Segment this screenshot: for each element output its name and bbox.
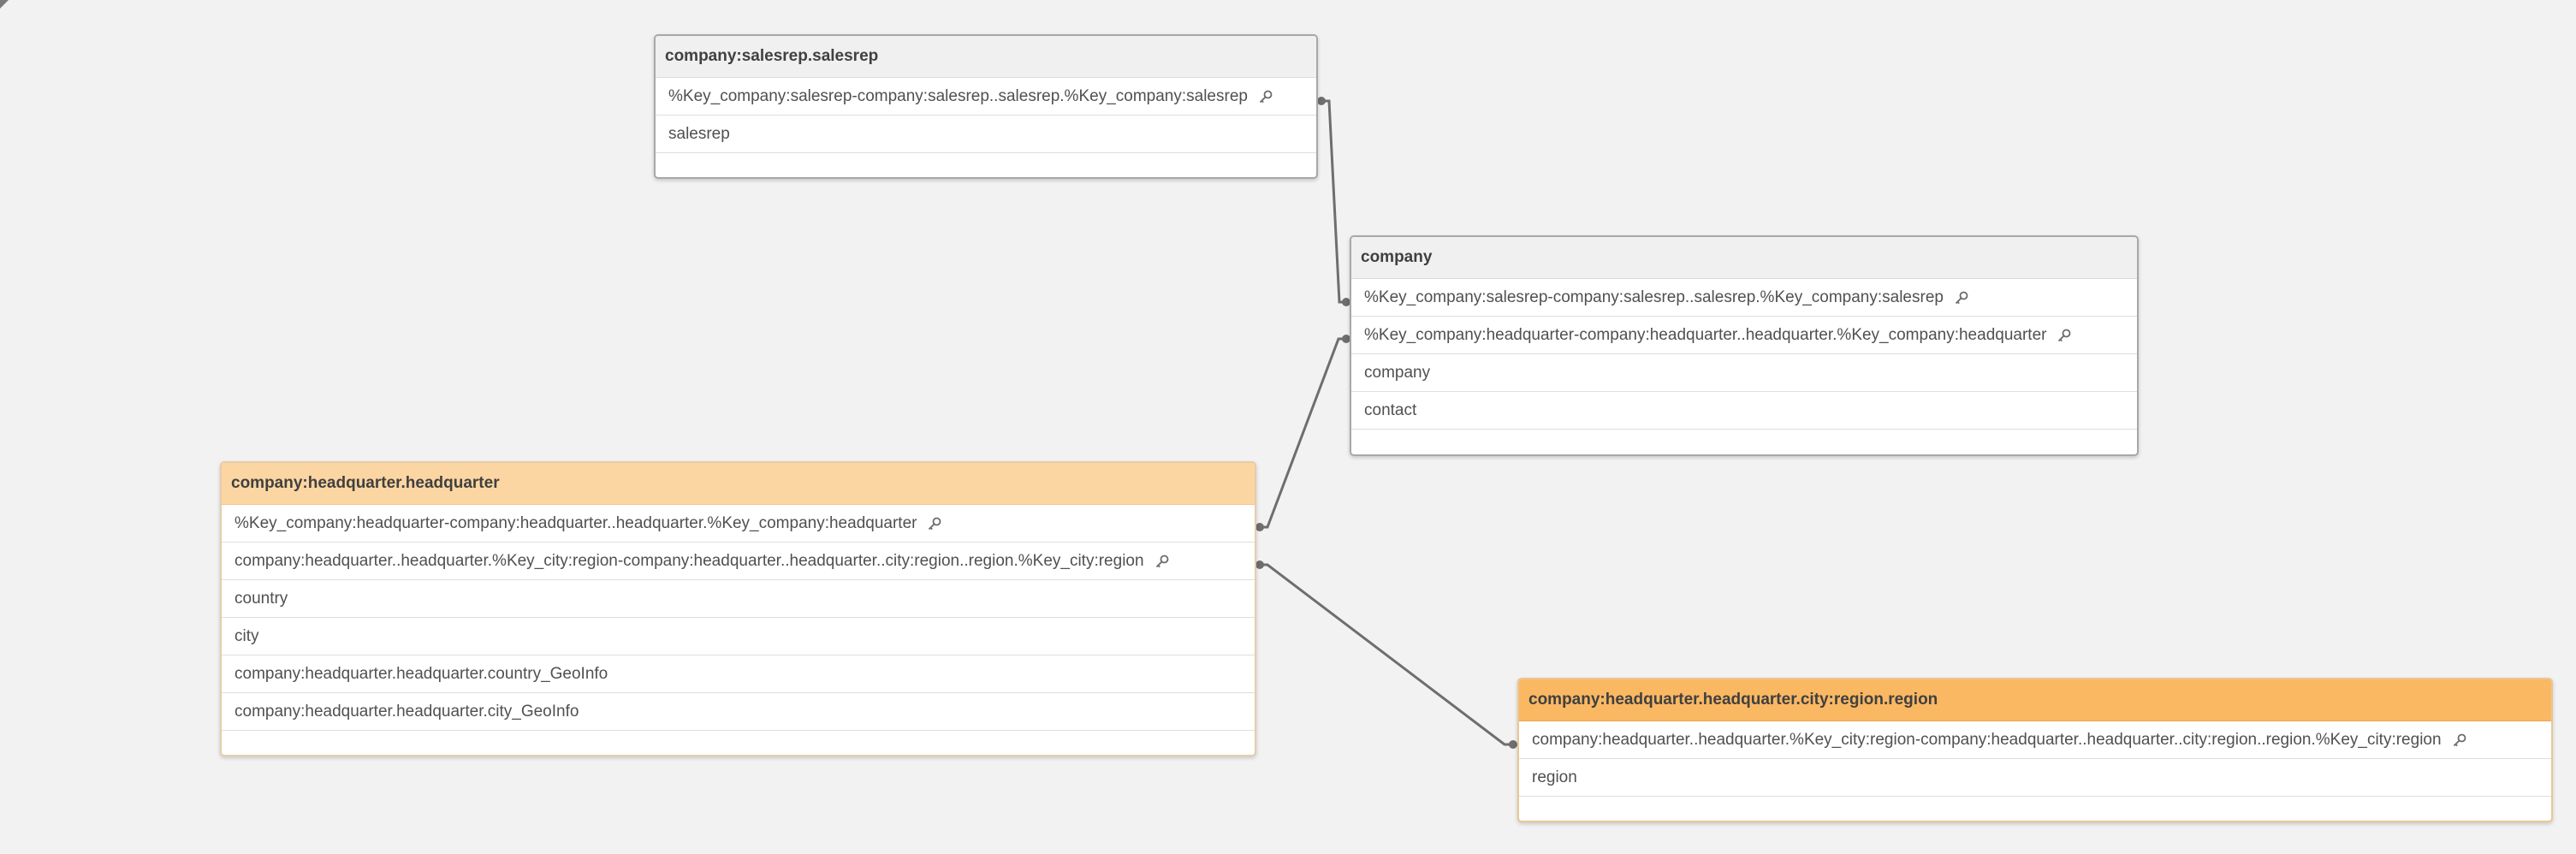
field-label: salesrep bbox=[668, 124, 730, 143]
key-icon bbox=[2452, 732, 2467, 748]
key-icon bbox=[927, 516, 942, 531]
key-icon bbox=[1154, 554, 1170, 569]
field-label: contact bbox=[1364, 400, 1417, 419]
table-region[interactable]: company:headquarter.headquarter.city:reg… bbox=[1517, 678, 2553, 822]
table-field[interactable]: company bbox=[1351, 354, 2137, 392]
table-header[interactable]: company:headquarter.headquarter bbox=[222, 463, 1255, 505]
table-header[interactable]: company:headquarter.headquarter.city:reg… bbox=[1519, 679, 2551, 721]
table-header[interactable]: company:salesrep.salesrep bbox=[656, 36, 1316, 78]
field-label: company:headquarter..headquarter.%Key_ci… bbox=[1532, 730, 2442, 749]
link-endpoint-dot bbox=[1317, 97, 1326, 105]
table-header[interactable]: company bbox=[1351, 237, 2137, 279]
table-field[interactable]: company:headquarter.headquarter.country_… bbox=[222, 655, 1255, 693]
link-endpoint-dot bbox=[1255, 523, 1264, 531]
link-endpoint-dot bbox=[1255, 560, 1264, 569]
link-headquarter-company bbox=[1260, 337, 1346, 529]
field-label: company bbox=[1364, 363, 1431, 382]
field-label: %Key_company:headquarter-company:headqua… bbox=[234, 513, 917, 532]
table-field[interactable]: %Key_company:salesrep-company:salesrep..… bbox=[656, 78, 1316, 116]
table-field[interactable]: company:headquarter.headquarter.city_Geo… bbox=[222, 693, 1255, 731]
table-field[interactable]: contact bbox=[1351, 392, 2137, 430]
field-label: region bbox=[1532, 768, 1577, 786]
table-field[interactable]: salesrep bbox=[656, 116, 1316, 153]
table-field[interactable]: region bbox=[1519, 759, 2551, 797]
table-field[interactable]: company:headquarter..headquarter.%Key_ci… bbox=[222, 543, 1255, 580]
field-label: company:headquarter..headquarter.%Key_ci… bbox=[234, 551, 1144, 570]
table-field[interactable]: country bbox=[222, 580, 1255, 618]
key-icon bbox=[1258, 89, 1273, 104]
link-endpoint-dot bbox=[1509, 740, 1517, 749]
table-field[interactable]: company:headquarter..headquarter.%Key_ci… bbox=[1519, 721, 2551, 759]
key-icon bbox=[2057, 328, 2072, 343]
table-field[interactable]: city bbox=[222, 618, 1255, 655]
key-icon bbox=[1954, 290, 1969, 305]
table-field[interactable]: %Key_company:salesrep-company:salesrep..… bbox=[1351, 279, 2137, 317]
field-label: city bbox=[234, 626, 259, 645]
table-headquarter[interactable]: company:headquarter.headquarter %Key_com… bbox=[220, 461, 1256, 756]
field-label: %Key_company:salesrep-company:salesrep..… bbox=[1364, 288, 1944, 306]
field-label: %Key_company:salesrep-company:salesrep..… bbox=[668, 86, 1248, 105]
field-label: %Key_company:headquarter-company:headqua… bbox=[1364, 325, 2047, 344]
table-field[interactable]: %Key_company:headquarter-company:headqua… bbox=[222, 505, 1255, 543]
table-field[interactable]: %Key_company:headquarter-company:headqua… bbox=[1351, 317, 2137, 354]
field-label: country bbox=[234, 589, 288, 608]
table-salesrep[interactable]: company:salesrep.salesrep %Key_company:s… bbox=[654, 34, 1318, 179]
link-salesrep-company bbox=[1321, 99, 1346, 304]
link-headquarter-region bbox=[1260, 563, 1513, 746]
field-label: company:headquarter.headquarter.city_Geo… bbox=[234, 702, 579, 721]
table-company[interactable]: company %Key_company:salesrep-company:sa… bbox=[1350, 235, 2139, 456]
canvas-corner-handle bbox=[0, 0, 9, 9]
field-label: company:headquarter.headquarter.country_… bbox=[234, 664, 608, 683]
